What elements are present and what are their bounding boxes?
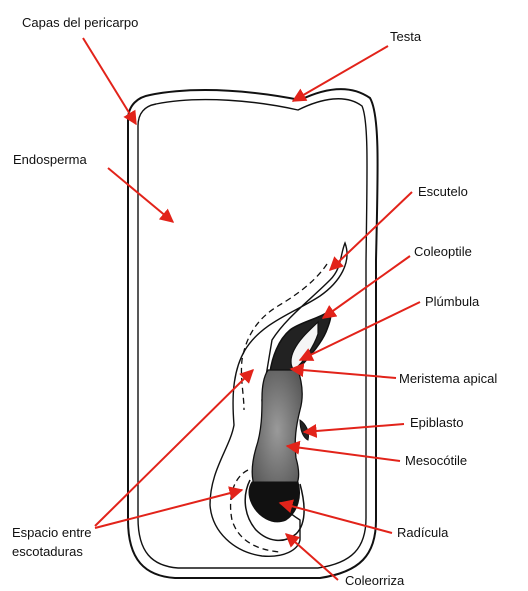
arrow-escutelo (330, 192, 412, 270)
label-meristema-apical: Meristema apical (399, 371, 497, 386)
label-mesocotile: Mesocótile (405, 453, 467, 468)
arrow-coleorriza (286, 534, 338, 580)
arrow-endosperma (108, 168, 173, 222)
label-endosperma: Endosperma (13, 152, 87, 167)
label-espacio-line1: Espacio entre (12, 525, 92, 540)
label-plumbula: Plúmbula (425, 294, 480, 309)
arrow-meristema-apical (291, 369, 396, 378)
label-radicula: Radícula (397, 525, 449, 540)
mesocotile-shape (252, 370, 302, 490)
label-escutelo: Escutelo (418, 184, 468, 199)
arrow-epiblasto (304, 424, 404, 432)
arrow-espacio-upper (95, 370, 253, 526)
arrow-mesocotile (287, 446, 400, 461)
label-epiblasto: Epiblasto (410, 415, 463, 430)
arrow-espacio-lower (95, 490, 242, 528)
label-testa: Testa (390, 29, 422, 44)
label-coleoptile: Coleoptile (414, 244, 472, 259)
arrow-testa (293, 46, 388, 101)
epiblasto-shape (300, 420, 309, 440)
label-coleorriza: Coleorriza (345, 573, 405, 588)
radicula-shape (249, 482, 300, 522)
arrow-capas-pericarpo (83, 38, 136, 124)
label-capas-pericarpo: Capas del pericarpo (22, 15, 138, 30)
label-espacio-line2: escotaduras (12, 544, 83, 559)
